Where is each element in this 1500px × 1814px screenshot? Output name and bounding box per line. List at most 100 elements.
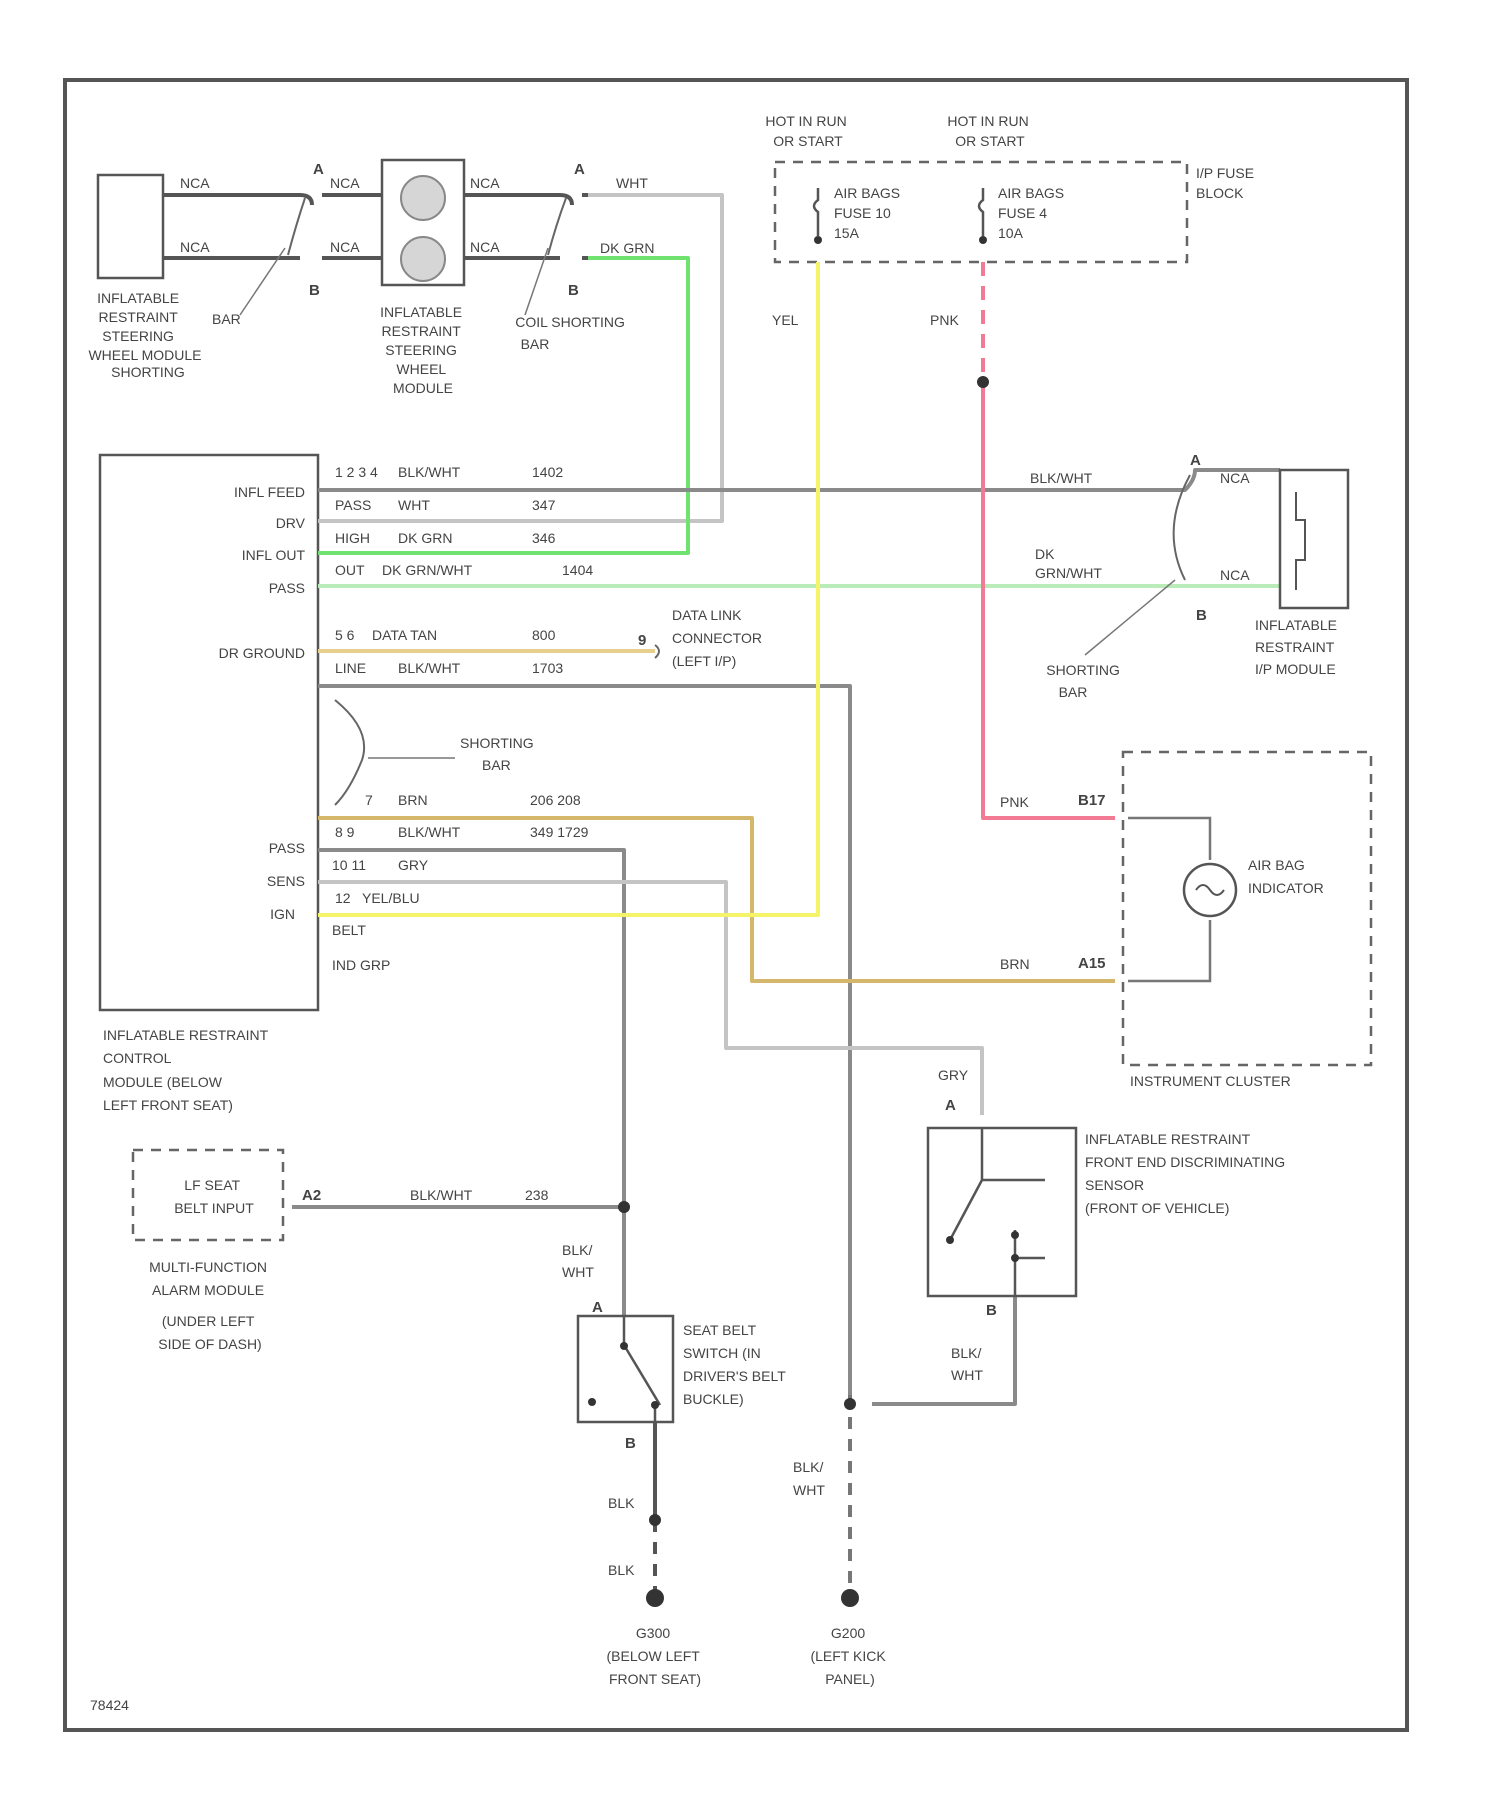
pnk-wire bbox=[983, 380, 1115, 818]
seatbelt-wire-top-label: BLK/ WHT bbox=[562, 1242, 596, 1280]
seatbelt-blk-label-1: BLK bbox=[608, 1495, 635, 1511]
pass-dk-grn-wht-label: DK GRN/WHT bbox=[1035, 546, 1102, 581]
g300-label: G300 (BELOW LEFT FRONT SEAT) bbox=[607, 1625, 704, 1687]
steering-module-element-lower bbox=[401, 237, 445, 281]
fuse-10-terminal bbox=[814, 236, 822, 244]
instrument-cluster-box bbox=[1123, 752, 1371, 1065]
steering-wheel-module-label: INFLATABLE RESTRAINT STEERING WHEEL MODU… bbox=[380, 304, 466, 396]
wire-pin: 12 bbox=[335, 890, 351, 906]
ground-g200 bbox=[841, 1589, 859, 1607]
wht-wire-label: WHT bbox=[616, 175, 648, 191]
dlc-group: 9 DATA LINK CONNECTOR (LEFT I/P) bbox=[638, 607, 766, 669]
passenger-module-element bbox=[1296, 492, 1305, 590]
control-module-box bbox=[100, 455, 318, 1010]
belt-label: BELT bbox=[332, 922, 366, 938]
cluster-internal-wire bbox=[1128, 818, 1210, 981]
indicator-filament bbox=[1196, 885, 1224, 895]
cm-shorting-bar-label: SHORTING BAR bbox=[460, 735, 538, 773]
seatbelt-blk-label-2: BLK bbox=[608, 1562, 635, 1578]
pnk-wire-label: PNK bbox=[930, 312, 959, 328]
pass-pin-b: B bbox=[1196, 607, 1207, 624]
sensor-contact-1 bbox=[1011, 1231, 1019, 1239]
bar-word-label: BAR bbox=[212, 311, 241, 327]
dk-grn-wire-label: DK GRN bbox=[600, 240, 654, 256]
seatbelt-contact-2 bbox=[588, 1398, 596, 1406]
seatbelt-switch-group: BLK/ WHT A B SEAT BELT SWITCH (IN DRIVER… bbox=[562, 1242, 789, 1578]
nca-label-5: NCA bbox=[330, 239, 360, 255]
steering-wheel-group: NCA NCA NCA NCA NCA NCA A B A B WHT DK G… bbox=[88, 160, 654, 396]
fuse-10-symbol bbox=[814, 188, 818, 236]
wire-pin: 10 11 bbox=[332, 857, 366, 873]
steering-pin-b-2: B bbox=[568, 282, 579, 299]
junction-alarm bbox=[618, 1201, 630, 1213]
sensor-switch-blade bbox=[950, 1180, 982, 1240]
wire-color: BRN bbox=[398, 792, 428, 808]
wire-color: YEL/BLU bbox=[362, 890, 420, 906]
fuse-4-label: AIR BAGS FUSE 4 10A bbox=[998, 185, 1068, 241]
instrument-cluster-label: INSTRUMENT CLUSTER bbox=[1130, 1073, 1291, 1089]
cm-wire-row-9: 10 11 GRY bbox=[332, 857, 429, 873]
wire-pin: 1 2 3 4 bbox=[335, 464, 378, 480]
wire-pin: OUT bbox=[335, 562, 365, 578]
ind-grp-label: IND GRP bbox=[332, 957, 390, 973]
wire-circuit: 1402 bbox=[532, 464, 563, 480]
wire-pin: HIGH bbox=[335, 530, 370, 546]
seatbelt-pin-b: B bbox=[625, 1435, 636, 1452]
wire-color: DATA TAN bbox=[372, 627, 437, 643]
seatbelt-contact-3 bbox=[651, 1401, 659, 1409]
nca-label-2: NCA bbox=[330, 175, 360, 191]
steering-shorting-link-1 bbox=[288, 198, 305, 255]
pass-module-label: INFLATABLE RESTRAINT I/P MODULE bbox=[1255, 617, 1341, 677]
pass-blk-wht-label: BLK/WHT bbox=[1030, 470, 1093, 486]
alarm-module-box bbox=[133, 1150, 283, 1240]
cm-internal-shorting-bar bbox=[335, 700, 364, 805]
cm-pin-sens: SENS bbox=[267, 873, 305, 889]
alarm-input-label: LF SEAT BELT INPUT bbox=[174, 1177, 254, 1216]
cluster-b17-label: B17 bbox=[1078, 792, 1106, 809]
wht-wire bbox=[318, 195, 722, 521]
wire-pin: 8 9 bbox=[335, 824, 355, 840]
sensor-wire-label: BLK/ WHT bbox=[951, 1345, 985, 1383]
sensor-pin-b: B bbox=[986, 1302, 997, 1319]
dlc-connector-symbol bbox=[655, 645, 659, 658]
sensor-switch-lower bbox=[1015, 1230, 1045, 1297]
cluster-brn-label: BRN bbox=[1000, 956, 1030, 972]
front-sensor-label: INFLATABLE RESTRAINT FRONT END DISCRIMIN… bbox=[1085, 1131, 1289, 1216]
ip-fuse-block-label: I/P FUSE BLOCK bbox=[1196, 165, 1258, 201]
wire-circuit: 349 1729 bbox=[530, 824, 589, 840]
dlc-label: DATA LINK CONNECTOR (LEFT I/P) bbox=[672, 607, 766, 669]
figure-reference: 78424 bbox=[90, 1697, 129, 1713]
fuse-block-group: HOT IN RUN OR START HOT IN RUN OR START … bbox=[765, 113, 1258, 328]
seatbelt-pin-a: A bbox=[592, 1299, 603, 1316]
steering-wire-upper bbox=[163, 195, 588, 205]
steering-shorting-bar-label: INFLATABLE RESTRAINT STEERING SHORTING bbox=[97, 290, 185, 380]
hot-in-run-2: HOT IN RUN OR START bbox=[947, 113, 1032, 149]
hot-in-run-1: HOT IN RUN OR START bbox=[765, 113, 850, 149]
fuse-4-terminal bbox=[979, 236, 987, 244]
passenger-module-box bbox=[1280, 470, 1348, 608]
steering-module-element-upper bbox=[401, 176, 445, 220]
cluster-a15-label: A15 bbox=[1078, 955, 1106, 972]
wire-circuit: 346 bbox=[532, 530, 556, 546]
sensor-switch-upper bbox=[982, 1128, 1045, 1180]
alarm-module-group: LF SEAT BELT INPUT A2 BLK/WHT 238 MULTI-… bbox=[133, 1150, 549, 1352]
control-module-label: INFLATABLE RESTRAINT CONTROL MODULE (BEL… bbox=[103, 1027, 272, 1113]
front-sensor-box bbox=[928, 1128, 1076, 1296]
sensor-pin-a: A bbox=[945, 1097, 956, 1114]
wire-circuit: 206 208 bbox=[530, 792, 581, 808]
brn-wire bbox=[318, 818, 1115, 981]
steering-pin-a-1: A bbox=[313, 161, 324, 178]
cm-pin-pass-2: PASS bbox=[269, 840, 305, 856]
air-bag-indicator-label: AIR BAG INDICATOR bbox=[1248, 857, 1324, 896]
pass-shorting-bar-label: SHORTING BAR bbox=[1046, 662, 1124, 700]
steering-shorting-bar-box bbox=[98, 175, 163, 278]
g200-wire-label: BLK/ WHT bbox=[793, 1459, 827, 1498]
nca-label-6: NCA bbox=[470, 239, 500, 255]
wire-pin: PASS bbox=[335, 497, 371, 513]
ground-g300 bbox=[646, 1589, 664, 1607]
cm-wire-row-8: 8 9 BLK/WHT 349 1729 bbox=[335, 824, 589, 840]
cm-wire-row-7: 7 BRN 206 208 bbox=[365, 792, 581, 808]
steering-shorting-link-2 bbox=[548, 198, 566, 255]
steering-pin-a-2: A bbox=[574, 161, 585, 178]
